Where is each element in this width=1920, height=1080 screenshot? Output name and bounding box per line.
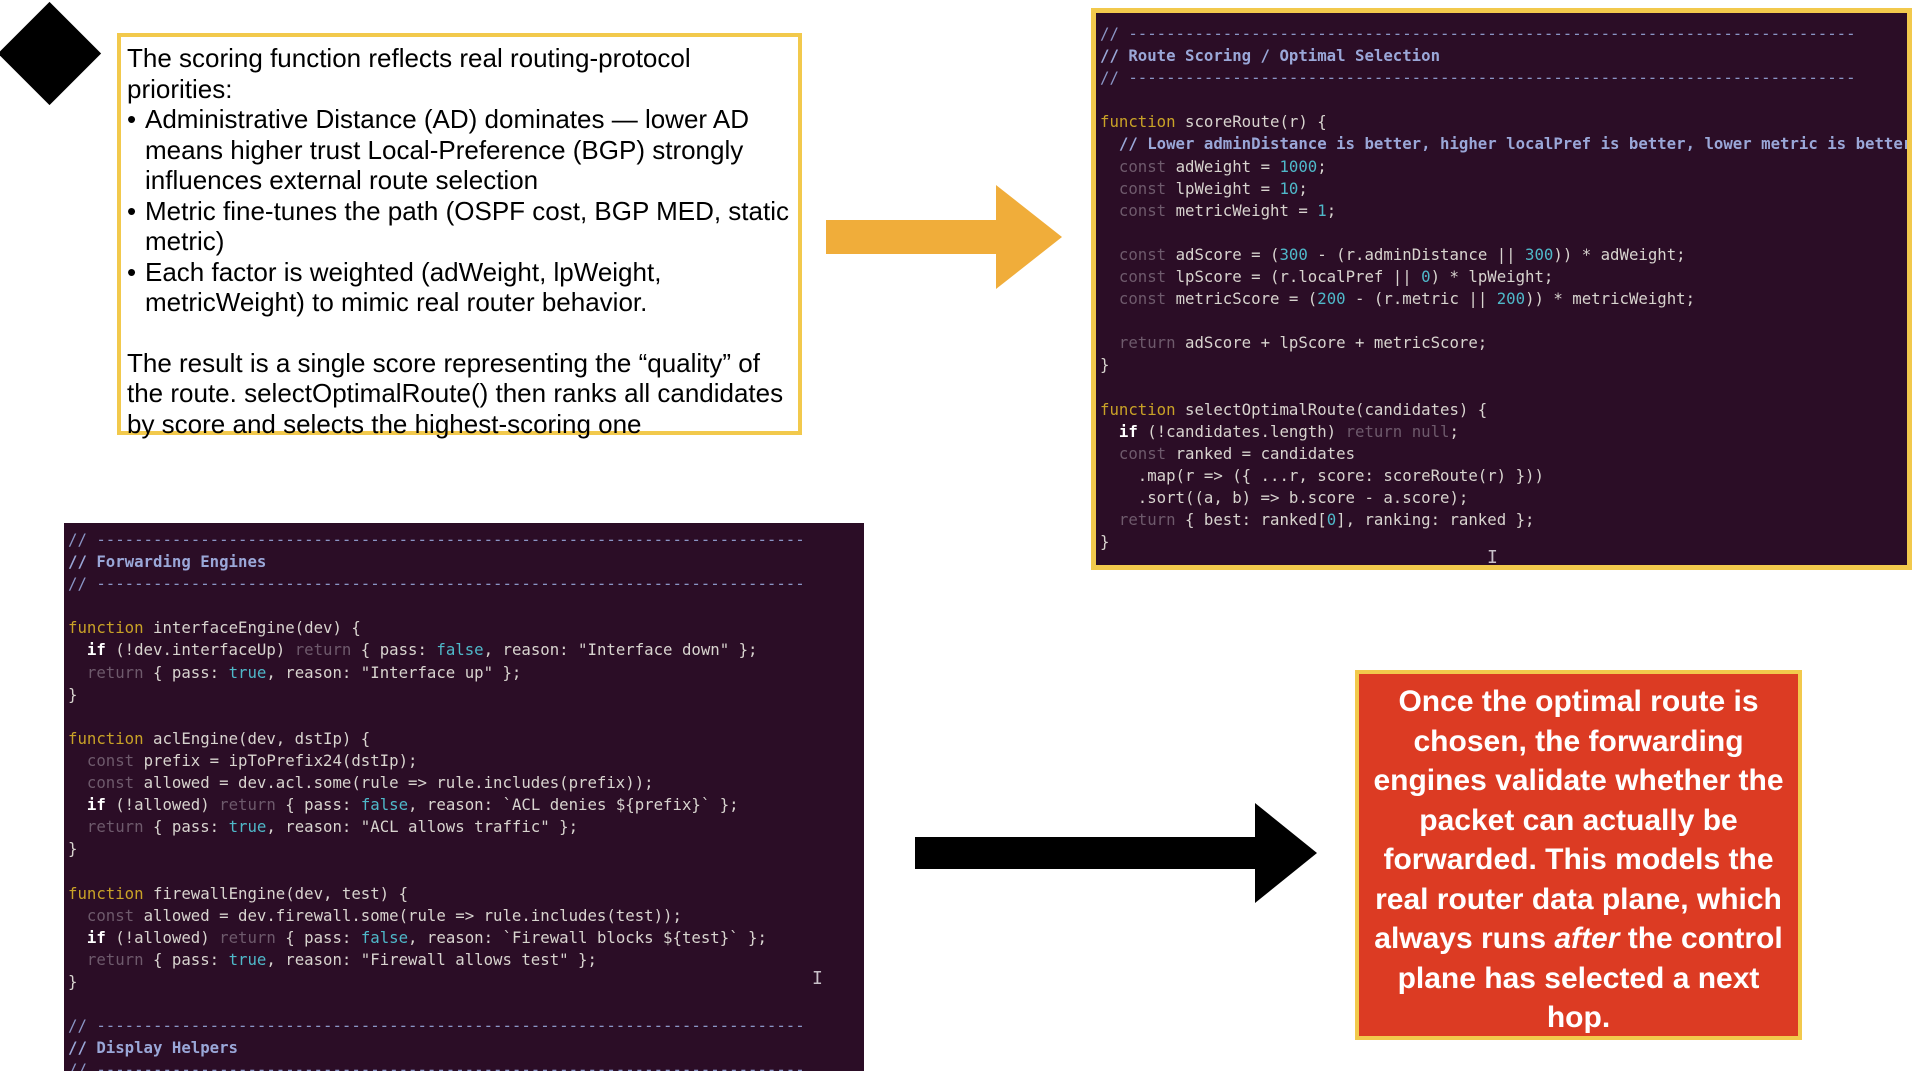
forwarding-note-box: Once the optimal route is chosen, the fo…: [1355, 670, 1802, 1040]
code-divider: // -------------------------------------…: [68, 1060, 805, 1071]
explanation-bullet: Each factor is weighted (adWeight, lpWei…: [127, 257, 792, 318]
text-cursor-icon: I: [1487, 547, 1498, 568]
note-italic: after: [1554, 922, 1620, 955]
text-cursor-icon: I: [812, 968, 823, 989]
black-arrow-icon: [915, 803, 1317, 903]
code-divider: // -------------------------------------…: [1100, 68, 1856, 88]
code-divider: // -------------------------------------…: [68, 574, 805, 594]
forwarding-engines-code-panel: // -------------------------------------…: [64, 523, 864, 1071]
explanation-bullet: Metric fine-tunes the path (OSPF cost, B…: [127, 196, 792, 257]
explanation-intro: The scoring function reflects real routi…: [127, 43, 691, 104]
route-scoring-code-panel: // -------------------------------------…: [1091, 8, 1912, 570]
note-text: Once the optimal route is chosen, the fo…: [1373, 685, 1784, 916]
note-text: the control plane has selected a next ho…: [1397, 922, 1783, 1034]
scoring-explanation-box: The scoring function reflects real routi…: [117, 33, 802, 439]
code-section-header: // Route Scoring / Optimal Selection: [1100, 46, 1441, 66]
explanation-summary: The result is a single score representin…: [127, 347, 784, 439]
explanation-bullet: Administrative Distance (AD) dominates —…: [127, 104, 792, 196]
note-text: , which always runs: [1374, 882, 1782, 956]
code-divider: // -------------------------------------…: [68, 530, 805, 549]
code-section-header: // Display Helpers: [68, 1038, 239, 1058]
explanation-bullets: Administrative Distance (AD) dominates —…: [127, 104, 792, 318]
note-emphasis: data plane: [1531, 882, 1681, 916]
code-section-header: // Forwarding Engines: [68, 552, 267, 572]
diamond-marker: [0, 1, 102, 106]
orange-arrow-icon: [826, 185, 1062, 289]
route-scoring-code: // -------------------------------------…: [1100, 24, 1912, 552]
forwarding-engines-code: // -------------------------------------…: [64, 523, 864, 1071]
code-divider: // -------------------------------------…: [1100, 24, 1856, 43]
code-divider: // -------------------------------------…: [68, 1016, 805, 1036]
